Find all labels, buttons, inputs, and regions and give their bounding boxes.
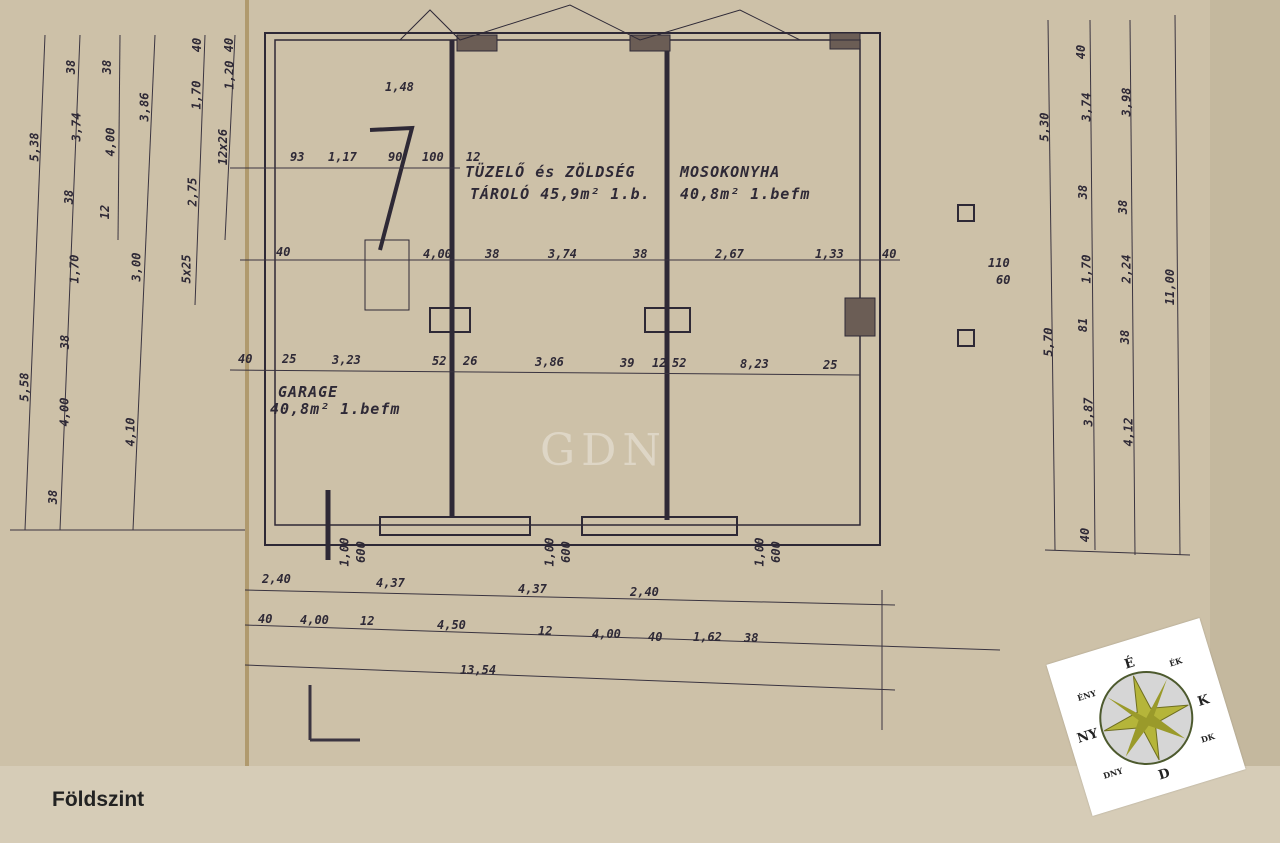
compass-star-icon [1099, 670, 1194, 765]
dim-label: 1,33 [815, 247, 844, 261]
dim-label: 3,98 [1119, 87, 1134, 117]
dim-label: 4,00 [57, 397, 72, 427]
walls [264, 4, 975, 560]
dim-label: 12 [360, 614, 375, 628]
dim-label: 3,74 [69, 112, 84, 142]
dim-label: 38 [100, 59, 115, 75]
room-name-garage: GARAGE [278, 383, 339, 401]
dim-label: 3,87 [1081, 397, 1096, 427]
dim-label: 60 [996, 273, 1011, 287]
dim-label: 90 [388, 150, 403, 164]
dim-label: 5,70 [1041, 327, 1056, 357]
dim-label: 3,74 [1079, 92, 1094, 122]
dim-label: 93 [290, 150, 305, 164]
dim-label: 40 [190, 37, 205, 53]
dim-label: 600 [768, 541, 783, 563]
level-title: Földszint [52, 788, 145, 811]
dim-label: 38 [62, 189, 77, 205]
dim-label: 38 [744, 631, 759, 645]
dim-label: 40 [882, 247, 897, 261]
dim-label: 38 [1076, 184, 1091, 200]
dim-label: 2,75 [185, 177, 200, 207]
dim-label: 3,86 [137, 92, 152, 122]
room-name-storage: TÜZELŐ és ZÖLDSÉG [465, 163, 636, 181]
dim-label: 40 [238, 352, 253, 366]
dim-label: 4,50 [437, 618, 466, 632]
dim-label: 38 [1116, 199, 1131, 215]
dim-label: 1,00 [752, 537, 767, 567]
compass-rose: É ÉK K DK D DNY NY ÉNY [1046, 618, 1246, 816]
room-detail-storage: TÁROLÓ 45,9m² 1.b. [470, 185, 651, 203]
dim-label: 38 [633, 247, 648, 261]
dim-label: 40 [648, 630, 663, 644]
footer-strip [0, 766, 1280, 843]
dim-label: 38 [64, 59, 79, 75]
dim-label: 4,37 [518, 582, 547, 596]
dim-label: 2,67 [715, 247, 744, 261]
dim-label: 40 [258, 612, 273, 626]
dim-label: 11,00 [1163, 268, 1178, 306]
dim-label: 1,70 [189, 80, 204, 110]
dim-label: 1,17 [328, 150, 357, 164]
dim-label: 12 [98, 204, 113, 220]
dim-label: 12 [538, 624, 553, 638]
dim-label: 25 [282, 352, 297, 366]
dim-label: 2,40 [630, 585, 659, 599]
watermark: GDN [540, 425, 667, 476]
dim-label: 600 [558, 541, 573, 563]
dim-label: 4,12 [1121, 417, 1136, 447]
dim-label: 12 [652, 356, 667, 370]
dim-label: 4,37 [376, 576, 405, 590]
stair-note: 1,48 [385, 80, 414, 94]
dim-label: 26 [463, 354, 478, 368]
dim-label: 3,00 [129, 252, 144, 282]
dim-label: 40 [276, 245, 291, 259]
dim-label: 5x25 [179, 254, 194, 284]
dim-label: 38 [1118, 329, 1133, 345]
dim-label: 4,10 [123, 417, 138, 447]
dim-label: 1,70 [1079, 254, 1094, 284]
dim-label: 100 [422, 150, 444, 164]
dim-label: 39 [620, 356, 635, 370]
dim-label: 1,70 [67, 254, 82, 284]
dim-label: 81 [1076, 317, 1091, 333]
dim-label: 25 [823, 358, 838, 372]
dim-total: 13,54 [460, 663, 497, 677]
dim-label: 4,00 [300, 613, 329, 627]
dim-label: 3,74 [548, 247, 577, 261]
dim-label: 52 [672, 356, 687, 370]
dimension-lines [10, 14, 1191, 742]
dim-label: 3,23 [332, 353, 361, 367]
dim-label: 2,40 [262, 572, 291, 586]
dim-label: 1,00 [542, 537, 557, 567]
dim-label: 5,58 [17, 372, 32, 402]
dim-label: 38 [46, 489, 61, 505]
dim-label: 5,38 [27, 132, 42, 162]
dim-label: 1,00 [337, 537, 352, 567]
dim-label: 2,24 [1119, 254, 1134, 284]
room-detail-garage: 40,8m² 1.befm [270, 400, 401, 418]
dim-label: 600 [353, 541, 368, 563]
dim-label: 5,30 [1037, 112, 1052, 142]
dim-label: 12x26 [216, 128, 231, 166]
dim-label: 4,00 [103, 127, 118, 157]
dim-label: 4,00 [423, 247, 452, 261]
dim-label: 12 [466, 150, 481, 164]
dim-label: 110 [988, 256, 1010, 270]
dim-label: 52 [432, 354, 447, 368]
dim-label: 1,62 [693, 630, 722, 644]
dim-label: 38 [58, 334, 73, 350]
dim-label: 3,86 [535, 355, 564, 369]
dim-label: 38 [485, 247, 500, 261]
dim-label: 40 [1074, 44, 1089, 60]
dim-label: 40 [222, 37, 237, 53]
dim-label: 40 [1078, 527, 1093, 543]
dim-label: 8,23 [740, 357, 769, 371]
dim-label: 4,00 [592, 627, 621, 641]
room-name-laundry: MOSOKONYHA [680, 163, 781, 181]
room-detail-laundry: 40,8m² 1.befm [680, 185, 811, 203]
dim-label: 1,20 [222, 60, 237, 90]
